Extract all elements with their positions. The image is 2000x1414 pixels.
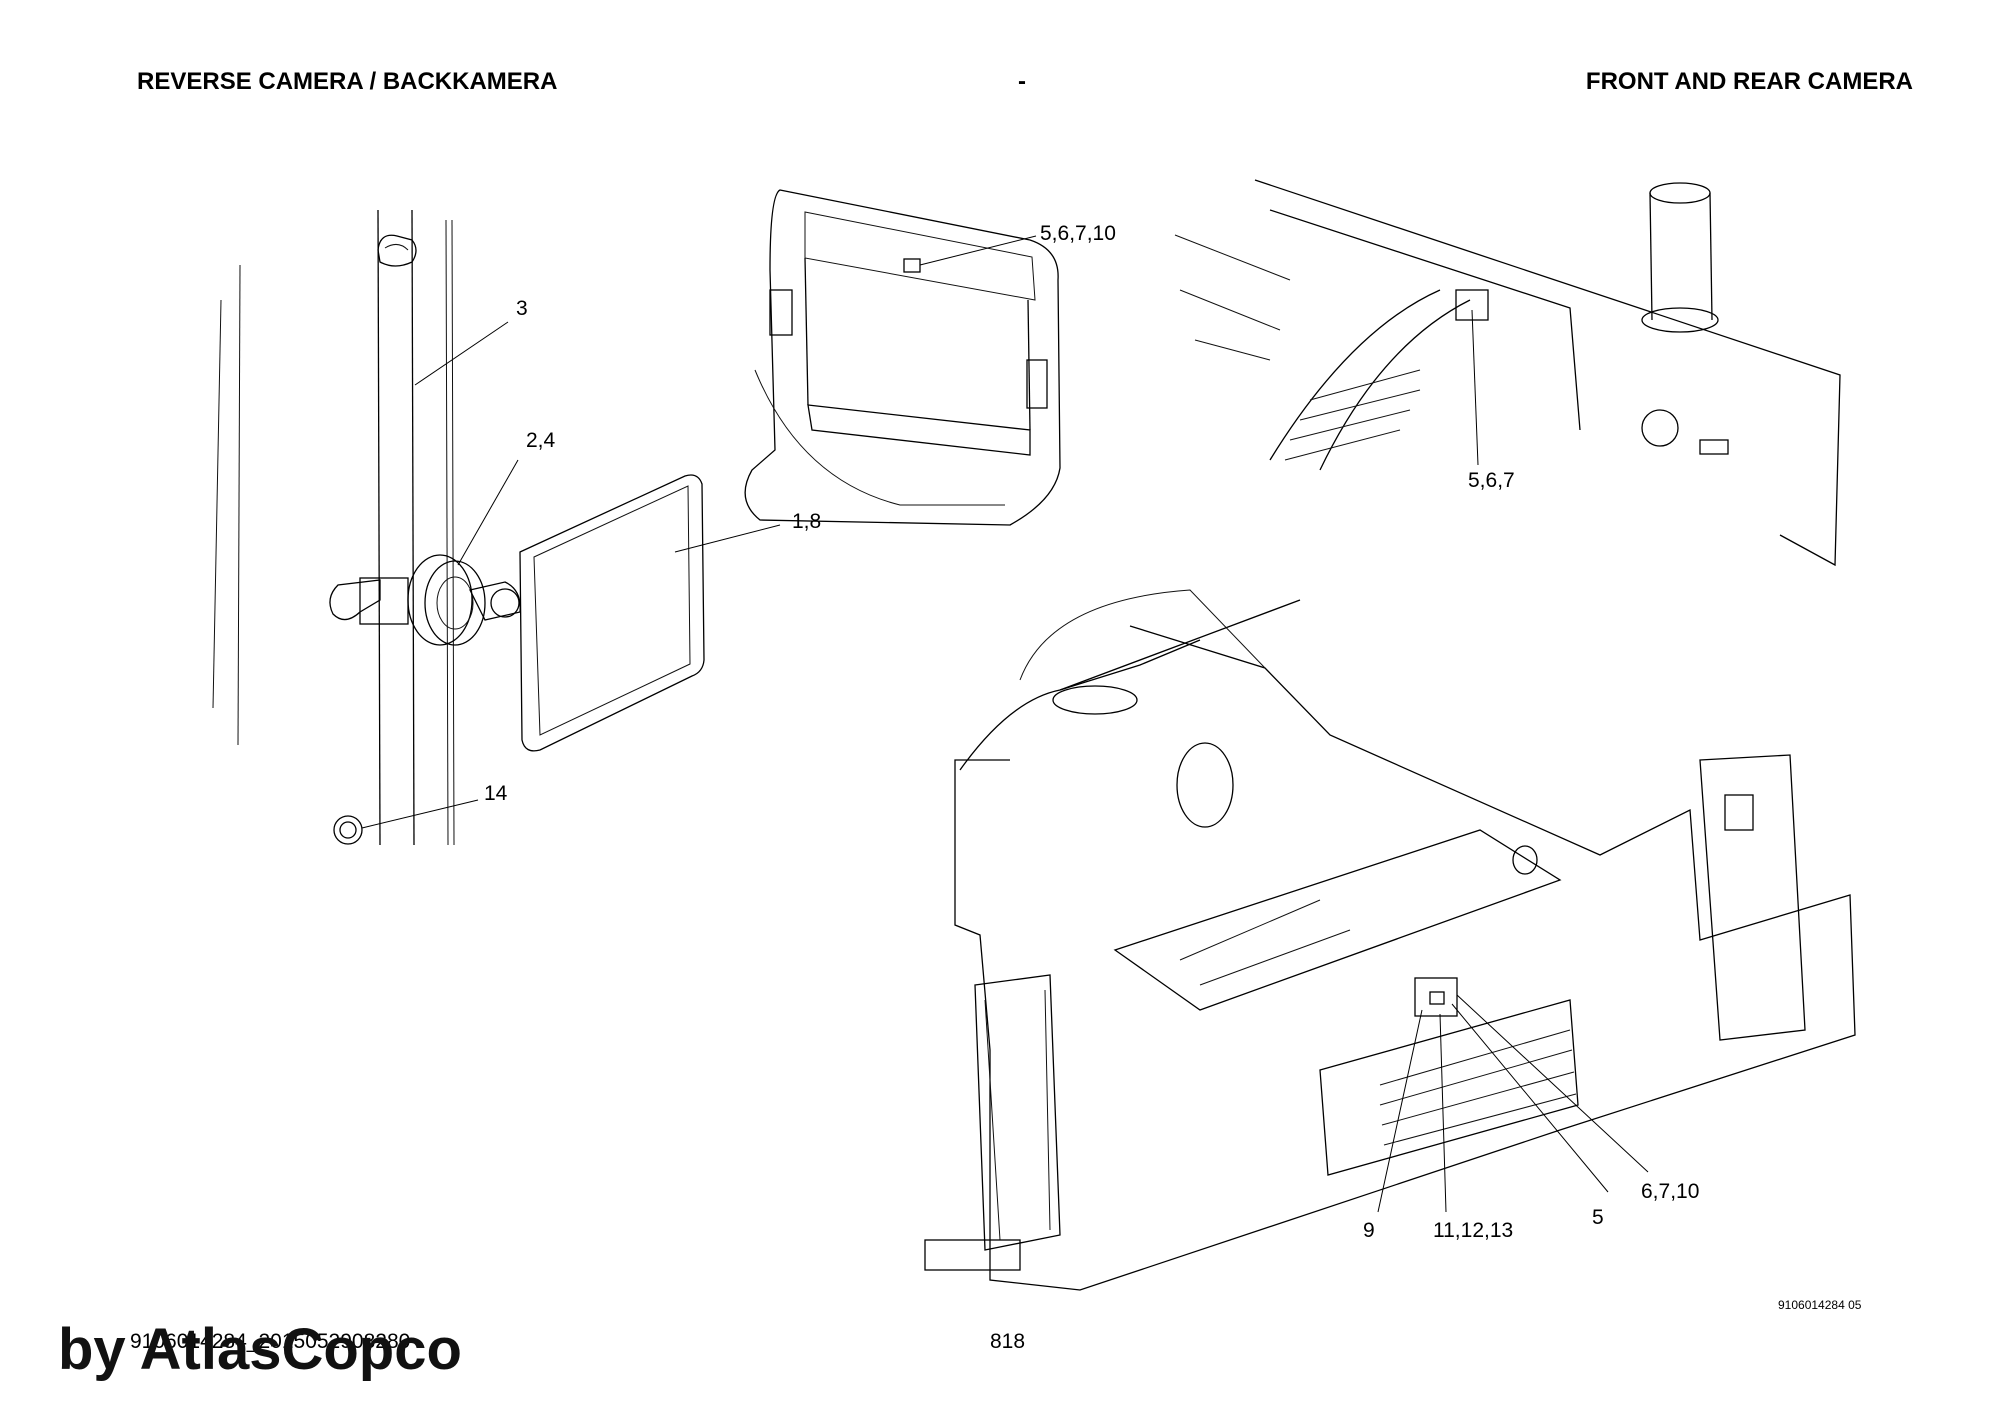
callout-5: 5 [1592, 1206, 1604, 1229]
callout-2-4: 2,4 [526, 429, 556, 452]
pillar-edge [451, 219, 455, 846]
edge-line [237, 264, 241, 746]
title-right: FRONT AND REAR CAMERA [1585, 68, 1913, 95]
front-camera [903, 258, 921, 273]
cylinder-edge [1649, 192, 1653, 321]
grommet [339, 821, 357, 839]
front-frame-drawing [744, 189, 1061, 526]
frame-bore [1052, 685, 1138, 715]
leader-line [1439, 1013, 1447, 1213]
frame-post [804, 257, 809, 406]
callout-11-12-13: 11,12,13 [1433, 1219, 1513, 1242]
frame-top-edge [959, 639, 1201, 771]
monitor-screen [533, 485, 691, 736]
frame-window [1724, 794, 1754, 831]
main-frame-drawing [924, 589, 1856, 1291]
leader-line [414, 321, 509, 386]
center-beam [1179, 899, 1351, 986]
cylinder-edge [1709, 192, 1713, 321]
mount-ring [407, 554, 473, 646]
leader-line [1377, 1009, 1423, 1213]
rear-chassis-drawing [1174, 179, 1841, 567]
cylinder-base [1641, 307, 1719, 333]
ball-joint [490, 588, 520, 618]
pillar-edge [411, 209, 415, 846]
frame-hole [1176, 742, 1234, 828]
frame-upright [1699, 754, 1806, 1041]
frame-top-bar [804, 211, 1036, 301]
frame-top-edge [1059, 599, 1301, 691]
frame-contour [1019, 589, 1266, 681]
callout-3: 3 [516, 297, 528, 320]
chassis-arm [1319, 299, 1471, 471]
leader-line [1471, 309, 1479, 466]
footer-code: 9106014284_2015052908280 [130, 1330, 411, 1353]
rear-camera [1414, 977, 1458, 1017]
frame-post [1027, 299, 1031, 431]
frame-contour [754, 369, 1005, 506]
clamp-block [359, 577, 409, 625]
frame-bracket [769, 289, 793, 336]
center-beam [1113, 829, 1562, 1011]
page-number: 818 [990, 1330, 1026, 1353]
cylinder-top [1649, 182, 1711, 204]
callout-14: 14 [484, 782, 508, 805]
edge-line [212, 299, 222, 709]
title-left: REVERSE CAMERA / BACKKAMERA [137, 68, 558, 95]
leader-line [919, 235, 1037, 266]
title-center: - [1018, 68, 1026, 95]
chassis-grille [1284, 369, 1421, 461]
chassis-rib [1174, 234, 1291, 361]
leader-line [361, 799, 479, 829]
rear-camera-lens [1429, 991, 1445, 1005]
chassis-hole [1641, 409, 1679, 447]
pillar-clamp [384, 244, 409, 251]
frame-upright [974, 974, 1061, 1251]
grommet [333, 815, 363, 845]
chassis-arm [1269, 289, 1441, 461]
drawing-number: 9106014284 05 [1778, 1298, 1862, 1312]
callout-5-6-7: 5,6,7 [1468, 469, 1515, 492]
clamp-knob [329, 579, 381, 621]
grille [1319, 999, 1579, 1176]
chassis-beam [1269, 209, 1581, 431]
mount-ring [436, 576, 474, 630]
frame-bottom-bar [807, 404, 1031, 456]
pillar-edge [445, 219, 449, 846]
mount-ring [424, 560, 486, 646]
watermark: by AtlasCopco [58, 1317, 462, 1382]
chassis-outline [1254, 179, 1841, 567]
frame-bracket [1026, 359, 1048, 409]
leader-line [674, 524, 781, 553]
monitor [519, 474, 705, 752]
pillar-clamp [377, 234, 417, 267]
leader-line [1451, 1003, 1609, 1193]
callout-6-7-10: 6,7,10 [1641, 1180, 1699, 1203]
monitor-assembly-drawing [212, 209, 781, 846]
grille-slat [1379, 1029, 1577, 1146]
leader-line [457, 459, 519, 566]
chassis-slot [1699, 439, 1729, 455]
leader-line [1456, 994, 1649, 1173]
callout-5-6-7-10: 5,6,7,10 [1040, 222, 1116, 245]
pillar-edge [377, 209, 381, 846]
callout-9: 9 [1363, 1219, 1375, 1242]
frame-foot [924, 1239, 1021, 1271]
frame-outline [954, 625, 1856, 1291]
frame-hole [1512, 845, 1538, 875]
frame-upright [984, 989, 1051, 1241]
frame-outline [744, 189, 1061, 526]
